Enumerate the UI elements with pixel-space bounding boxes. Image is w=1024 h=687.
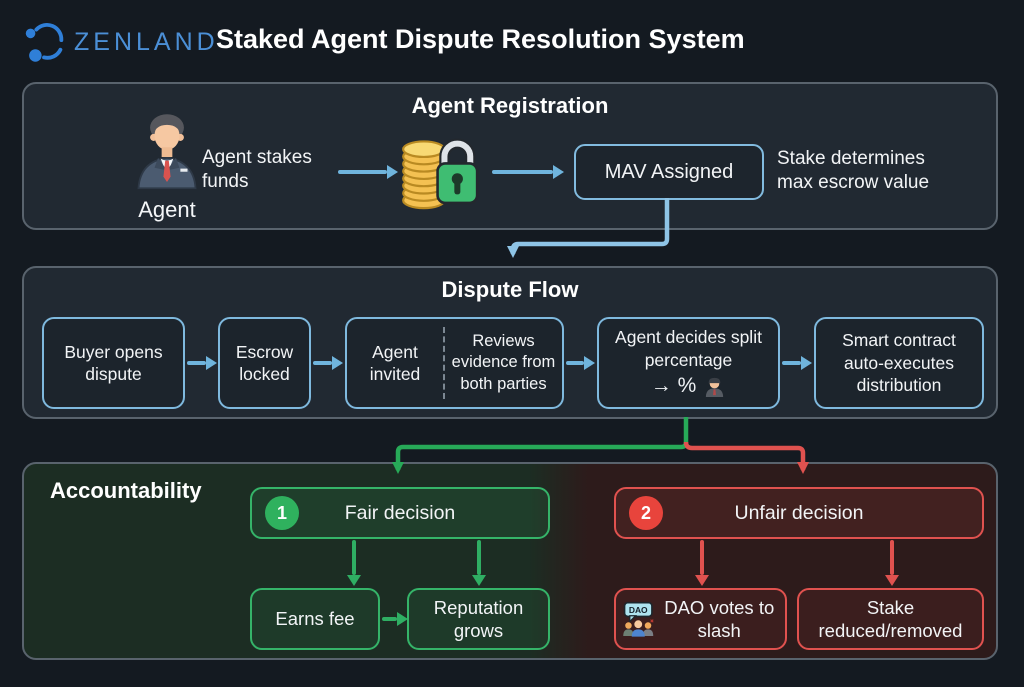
- step-agent-invited-reviews: Agent invited Reviews evidence from both…: [345, 317, 564, 409]
- dao-votes-box: DAO DAO votes to slash: [614, 588, 787, 650]
- accountability-title: Accountability: [50, 478, 202, 503]
- page-title: Staked Agent Dispute Resolution System: [216, 24, 745, 54]
- earns-fee-label: Earns fee: [275, 608, 355, 630]
- dispute-flow-title: Dispute Flow: [441, 277, 579, 302]
- agent-label: Agent: [138, 197, 196, 222]
- brand-name: ZENLAND: [74, 28, 219, 56]
- accountability-panel: Accountability 1 Fair decision Earns fee…: [22, 462, 998, 660]
- unfair-decision-box: 2 Unfair decision: [614, 487, 984, 539]
- step-label: Buyer opens dispute: [64, 341, 163, 384]
- unfair-number-badge: 2: [629, 496, 663, 530]
- agent-stakes-funds-label: Agent stakes funds: [202, 147, 312, 192]
- fair-decision-box: 1 Fair decision: [250, 487, 550, 539]
- arrow-escrow-to-mav: [492, 164, 564, 180]
- unfair-arrow-right: [884, 540, 900, 586]
- flow-arrow-1: [187, 355, 217, 371]
- fair-arrow-right: [471, 540, 487, 586]
- registration-title: Agent Registration: [411, 93, 609, 118]
- agent-invited-label: Agent invited: [369, 341, 421, 384]
- step-escrow-locked: Escrow locked: [218, 317, 311, 409]
- dashed-divider: [443, 327, 445, 399]
- step-buyer-opens-dispute: Buyer opens dispute: [42, 317, 185, 409]
- fair-decision-label: Fair decision: [344, 501, 456, 524]
- step-agent-decides-split: Agent decides split percentage → %: [597, 317, 780, 409]
- dao-bubble-text: DAO: [629, 605, 648, 615]
- stake-reduced-label: Stake reduced/removed: [818, 596, 963, 641]
- step-label: Smart contract auto-executes distributio…: [842, 330, 956, 396]
- dao-votes-label: DAO votes to slash: [664, 596, 775, 641]
- flow-arrow-2: [313, 355, 343, 371]
- arrow-stake-to-escrow: [338, 164, 398, 180]
- stake-determines-note: Stake determines max escrow value: [777, 148, 930, 193]
- reviews-evidence-label: Reviews evidence from both parties: [451, 332, 556, 393]
- agent-figure: Agent: [112, 108, 222, 223]
- mav-assigned-label: MAV Assigned: [604, 160, 734, 183]
- step-smart-contract: Smart contract auto-executes distributio…: [814, 317, 984, 409]
- mav-assigned-box: MAV Assigned: [574, 144, 764, 200]
- coins-lock-icon: [402, 138, 479, 210]
- agent-decides-label: Agent decides split percentage: [615, 327, 762, 370]
- dao-people-icon: DAO: [623, 601, 654, 637]
- zenland-logo-icon: [25, 22, 64, 62]
- agent-person-icon: [137, 114, 197, 190]
- fair-arrow-left: [346, 540, 362, 586]
- step-label: Escrow locked: [235, 341, 294, 384]
- fair-number-badge: 1: [265, 496, 299, 530]
- stake-reduced-box: Stake reduced/removed: [797, 588, 984, 650]
- reputation-grows-box: Reputation grows: [407, 588, 550, 650]
- reputation-grows-label: Reputation grows: [433, 596, 524, 641]
- dispute-flow-panel: Dispute Flow Buyer opens dispute Escrow …: [22, 266, 998, 419]
- unfair-arrow-left: [694, 540, 710, 586]
- agent-registration-panel: Agent Registration Agent Agent stakes fu…: [22, 82, 998, 230]
- flow-arrow-4: [782, 355, 812, 371]
- arrow-fee-to-reputation: [382, 611, 408, 627]
- unfair-decision-label: Unfair decision: [734, 501, 864, 524]
- flow-arrow-3: [566, 355, 595, 371]
- mini-agent-icon: [706, 377, 724, 397]
- earns-fee-box: Earns fee: [250, 588, 380, 650]
- split-symbols: → %: [650, 373, 697, 397]
